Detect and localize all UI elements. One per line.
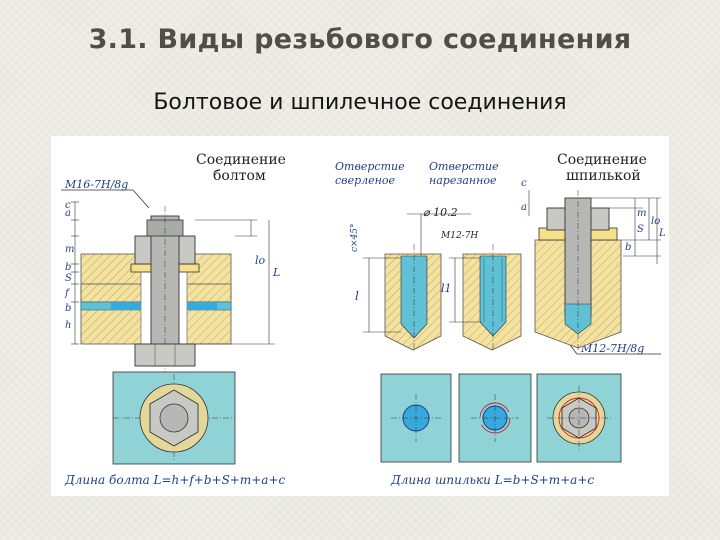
dim-l1: l1 [441, 282, 452, 295]
stud-dim-b: b [625, 242, 631, 253]
technical-drawing: Соединение болтом М16-7Н/8g [61, 152, 666, 487]
stud-dim-c: c [521, 178, 527, 189]
bolt-caption-1: Соединение [196, 152, 286, 168]
dim-L: L [272, 266, 280, 279]
stud-dim-lo: lo [651, 216, 660, 227]
bolt-connection: Соединение болтом М16-7Н/8g [61, 152, 286, 487]
holes-connection: Отверстие сверленое Отверстие нарезанное… [335, 160, 532, 463]
dim-f: f [64, 288, 71, 299]
dim-l: l [355, 289, 359, 303]
dim-b1: b [65, 262, 71, 273]
dim-b2: b [65, 303, 71, 314]
bolt-caption-2: болтом [213, 168, 266, 184]
bolt-thread-spec: М16-7Н/8g [64, 178, 128, 191]
slide-title: 3.1. Виды резьбового соединения [88, 24, 632, 55]
stud-dim-S: S [637, 224, 644, 235]
stud-connection: Соединение шпилькой М12-7Н/8g c a m S b [390, 152, 666, 487]
stud-caption-2: шпилькой [566, 168, 641, 184]
dim-S: S [65, 273, 72, 284]
dim-a: a [65, 208, 71, 219]
drilled-label-1: Отверстие [335, 160, 405, 173]
hole-diameter: ⌀ 10.2 [423, 206, 458, 219]
dim-m: m [65, 244, 74, 255]
stud-dim-m: m [637, 208, 646, 219]
chamfer-label: c×45° [350, 223, 360, 252]
stud-caption-1: Соединение [557, 152, 647, 168]
stud-dim-a: a [521, 202, 527, 213]
hole-thread-spec: М12-7Н [440, 231, 478, 241]
bolt-head [134, 343, 196, 367]
dim-h: h [65, 320, 71, 331]
threaded-label-1: Отверстие [429, 160, 499, 173]
dim-lo: lo [255, 254, 266, 267]
stud-dim-L: L [658, 228, 666, 239]
stud-thread-spec: М12-7Н/8g [580, 342, 644, 355]
drilled-label-2: сверленое [335, 174, 395, 187]
drawing-panel: Соединение болтом М16-7Н/8g [51, 136, 669, 496]
threaded-label-2: нарезанное [429, 174, 497, 187]
slide-subtitle: Болтовое и шпилечное соединения [153, 90, 567, 115]
stud-formula: Длина шпильки L=b+S+m+a+c [390, 473, 594, 487]
bolt-formula: Длина болта L=h+f+b+S+m+a+c [64, 473, 285, 487]
dim-c: c [65, 200, 71, 211]
